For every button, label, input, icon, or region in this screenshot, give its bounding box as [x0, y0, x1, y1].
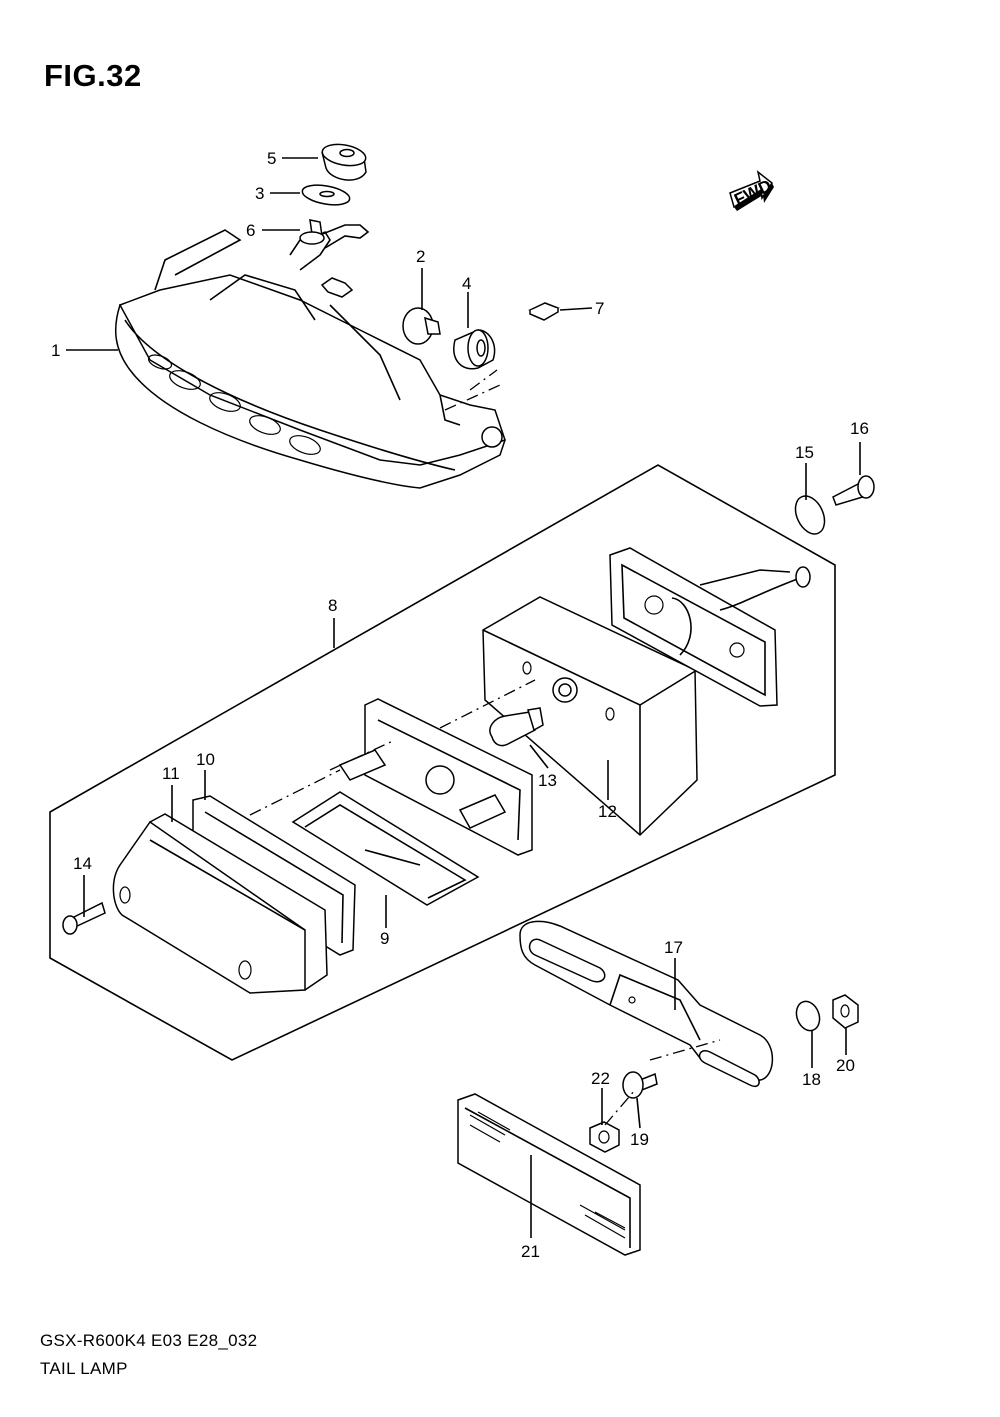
bracket-part [519, 920, 774, 1087]
screw-14-part [62, 901, 106, 935]
alignment-line [439, 679, 536, 729]
callout-12: 12 [598, 802, 617, 821]
washer-18-part [795, 1000, 821, 1032]
figure-title: FIG.32 [44, 58, 142, 93]
callout-15: 15 [795, 443, 814, 462]
alignment-line [249, 769, 341, 816]
alignment-line [604, 1089, 636, 1126]
tail-lamp-assembly [114, 224, 506, 489]
lamp-body-part [112, 813, 328, 994]
nut-22-part [589, 1121, 620, 1153]
callout-labels: 1 2 3 4 5 6 7 8 9 10 11 12 13 14 15 16 1… [51, 149, 869, 1261]
screw-16-part [832, 475, 875, 506]
socket-board-part [338, 698, 533, 856]
part-name-caption: TAIL LAMP [40, 1359, 128, 1378]
callout-21: 21 [521, 1242, 540, 1261]
nut-20-part [832, 994, 859, 1029]
callout-9: 9 [380, 929, 389, 948]
washer-15-part [794, 495, 826, 535]
callout-6: 6 [246, 221, 255, 240]
lens-part [291, 791, 480, 906]
callout-13: 13 [538, 771, 557, 790]
grommet-part [321, 143, 367, 181]
callout-16: 16 [850, 419, 869, 438]
callout-3: 3 [255, 184, 264, 203]
callout-18: 18 [802, 1070, 821, 1089]
callout-19: 19 [630, 1130, 649, 1149]
lamp-housing-part [482, 596, 698, 837]
bolt-19-part [622, 1071, 658, 1099]
fwd-arrow-icon: FWD [729, 170, 774, 211]
mounting-gasket-part [609, 547, 811, 707]
cushion-part [453, 329, 496, 370]
leader-lines [66, 157, 861, 1238]
alignment-line [329, 739, 396, 771]
callout-22: 22 [591, 1069, 610, 1088]
callout-8: 8 [328, 596, 337, 615]
callout-17: 17 [664, 938, 683, 957]
collar-part [402, 307, 441, 345]
washer-part [301, 184, 351, 206]
callout-20: 20 [836, 1056, 855, 1075]
reflector-part [457, 1093, 641, 1256]
clip-part [528, 302, 560, 321]
callout-1: 1 [51, 341, 60, 360]
callout-11: 11 [162, 764, 180, 783]
license-lamp-kit-frame [49, 464, 836, 1061]
callout-5: 5 [267, 149, 276, 168]
callout-4: 4 [462, 274, 471, 293]
callout-7: 7 [595, 299, 604, 318]
fwd-label: FWD [731, 176, 774, 210]
callout-10: 10 [196, 750, 215, 769]
bulb-part [489, 707, 544, 747]
callout-2: 2 [416, 247, 425, 266]
model-code-caption: GSX-R600K4 E03 E28_032 [40, 1331, 258, 1350]
bolt-part [299, 219, 325, 245]
callout-14: 14 [73, 854, 92, 873]
